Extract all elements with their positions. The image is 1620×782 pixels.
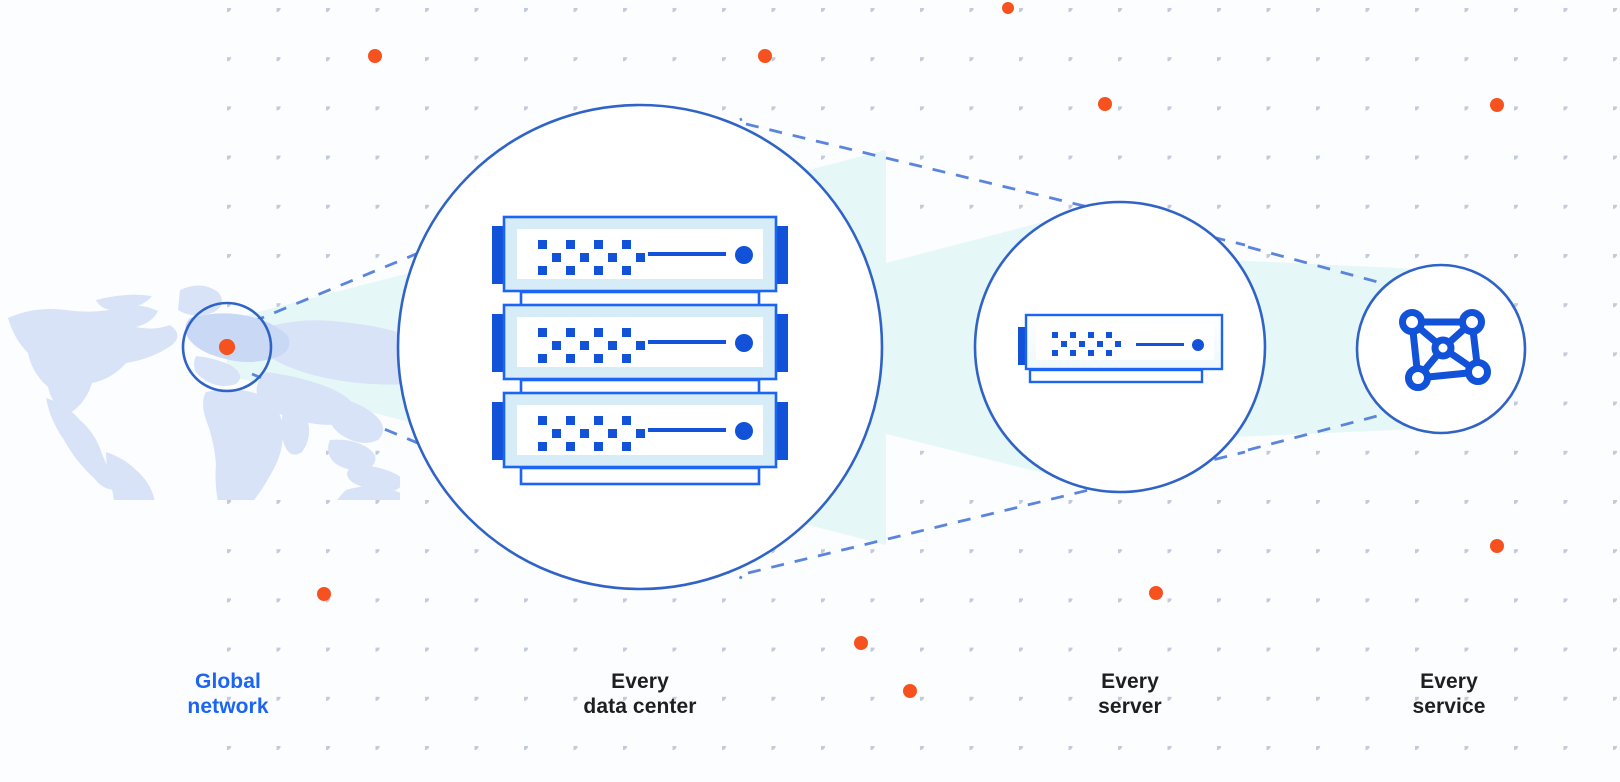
led-indicator-grid [538, 240, 645, 275]
label-every-server: Every server [1098, 670, 1162, 718]
accent-dot [758, 49, 772, 63]
server-unit-2 [492, 303, 788, 381]
accent-dot [1002, 2, 1014, 14]
accent-dot [368, 49, 382, 63]
server-unit-base [1028, 368, 1204, 384]
led-indicator-grid [538, 416, 645, 451]
rack-base [519, 466, 761, 486]
accent-dot [219, 339, 235, 355]
server-unit-3 [492, 391, 788, 469]
label-every-service: Every service [1412, 670, 1486, 718]
accent-dot [1490, 98, 1504, 112]
accent-dot [854, 636, 868, 650]
map-focus-circle [181, 301, 273, 393]
server-unit-icon [1018, 313, 1224, 384]
led-indicator-grid [538, 328, 645, 363]
server-rack-icon [492, 215, 788, 486]
accent-dot [317, 587, 331, 601]
orange-accent-dots [219, 2, 1504, 698]
world-map-icon [8, 285, 400, 500]
server-unit-1 [492, 215, 788, 293]
accent-dot [903, 684, 917, 698]
accent-dot [1149, 586, 1163, 600]
accent-dot [1098, 97, 1112, 111]
accent-dot [1490, 539, 1504, 553]
label-every-data-center: Every data center [583, 670, 697, 718]
network-topology-icon [1399, 309, 1491, 391]
led-indicator-grid [1052, 332, 1121, 356]
label-global-network: Global network [187, 670, 269, 718]
